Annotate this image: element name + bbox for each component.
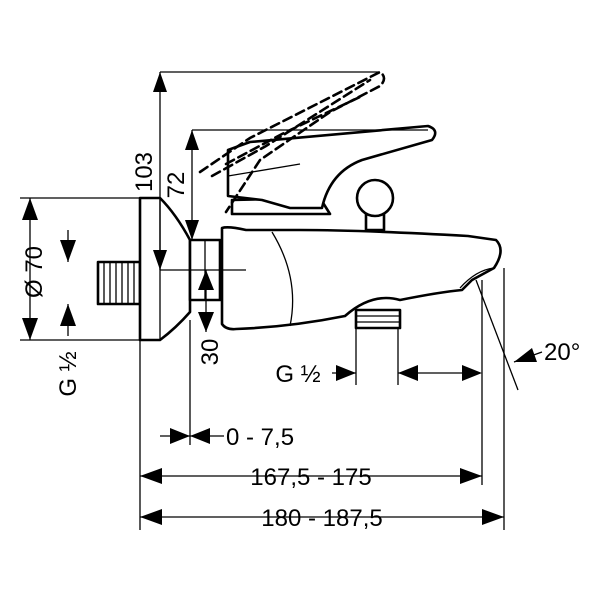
label-length-min: 167,5 - 175 bbox=[250, 464, 371, 491]
arrowhead bbox=[198, 270, 214, 290]
arrowhead bbox=[153, 250, 167, 270]
lever-handle bbox=[226, 124, 437, 210]
arrowhead bbox=[398, 365, 418, 381]
arrowhead bbox=[60, 304, 76, 326]
arrowhead bbox=[198, 312, 214, 332]
arrowhead bbox=[482, 509, 504, 525]
label-diameter-70: Ø 70 bbox=[21, 246, 48, 298]
arrowhead bbox=[462, 365, 482, 381]
label-height-72: 72 bbox=[163, 172, 190, 199]
inlet-thread bbox=[96, 260, 142, 306]
spout-outlet bbox=[354, 308, 402, 330]
arrowhead bbox=[336, 365, 356, 381]
extension-lines bbox=[20, 71, 519, 530]
arrowhead bbox=[170, 428, 190, 444]
lever-raised-dashed bbox=[198, 70, 386, 214]
arrowhead bbox=[514, 348, 537, 362]
label-height-103: 103 bbox=[131, 152, 158, 192]
arrowhead bbox=[460, 468, 482, 484]
label-outlet-thread: G ½ bbox=[275, 361, 320, 388]
dimension-labels: 103 72 Ø 70 G ½ 30 G ½ 20° 0 - 7,5 167,5… bbox=[21, 152, 580, 532]
arrowhead bbox=[140, 468, 162, 484]
faucet-body-spout bbox=[220, 226, 502, 331]
arrowhead bbox=[185, 220, 199, 240]
label-length-total: 180 - 187,5 bbox=[261, 505, 382, 532]
label-spout-height-30: 30 bbox=[197, 339, 224, 366]
arrowhead bbox=[185, 130, 199, 150]
arrowhead bbox=[22, 318, 38, 340]
label-inlet-thread: G ½ bbox=[55, 351, 82, 396]
label-spout-angle: 20° bbox=[544, 339, 580, 366]
wall-flange bbox=[138, 196, 192, 342]
arrowhead bbox=[22, 198, 38, 220]
diverter-knob bbox=[355, 178, 395, 218]
faucet bbox=[96, 70, 502, 342]
arrowhead bbox=[153, 72, 167, 92]
label-adjust-range: 0 - 7,5 bbox=[226, 424, 294, 451]
arrowhead bbox=[140, 509, 162, 525]
arrowhead bbox=[60, 240, 76, 262]
arrowhead bbox=[190, 428, 210, 444]
arrowheads bbox=[22, 72, 537, 525]
inlet-thread-lines bbox=[103, 262, 135, 304]
